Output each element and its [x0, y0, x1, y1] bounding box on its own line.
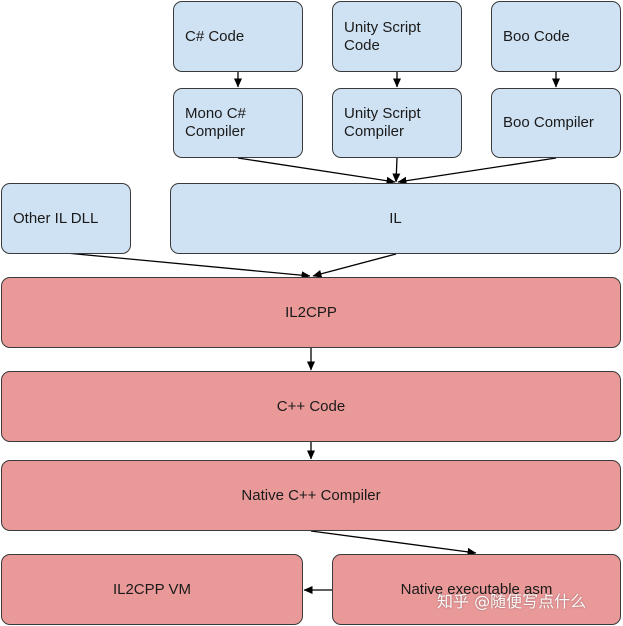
node-csharp-code: C# Code [173, 1, 303, 72]
node-unity-script-code: Unity Script Code [332, 1, 462, 72]
node-boo-compiler: Boo Compiler [491, 88, 621, 158]
node-label: Boo Code [503, 27, 570, 45]
node-label: Mono C# Compiler [185, 105, 246, 140]
node-unity-script-compiler: Unity Script Compiler [332, 88, 462, 158]
node-boo-code: Boo Code [491, 1, 621, 72]
node-label: C++ Code [276, 397, 346, 415]
node-other-il-dll: Other IL DLL [1, 183, 131, 254]
arrow-otherdll-to-il2cpp [65, 252, 311, 280]
node-label: IL2CPP [285, 303, 337, 321]
arrow-boocompiler-to-il [397, 157, 557, 185]
node-il2cpp: IL2CPP [1, 277, 621, 348]
node-label: C# Code [185, 27, 245, 45]
arrow-nativecompiler-to-asm [310, 530, 477, 556]
node-label: Native executable asm [400, 580, 553, 598]
node-cpp-code: C++ Code [1, 371, 621, 442]
node-mono-csharp-compiler: Mono C# Compiler [173, 88, 303, 158]
arrow-unitycompiler-to-il [392, 157, 401, 183]
node-label: Unity Script Code [344, 18, 421, 54]
node-label: IL2CPP VM [112, 580, 192, 598]
arrow-il-to-il2cpp [312, 253, 397, 278]
node-label: Other IL DLL [13, 209, 99, 227]
node-il2cpp-vm: IL2CPP VM [1, 554, 303, 625]
node-label: Native C++ Compiler [241, 486, 381, 504]
node-label: Unity Script Compiler [344, 105, 421, 140]
arrow-mono-to-il [237, 157, 396, 185]
node-il: IL [170, 183, 621, 254]
watermark-text: 知乎 @随便写点什么 [437, 592, 587, 611]
node-native-cpp-compiler: Native C++ Compiler [1, 460, 621, 531]
node-native-executable-asm: Native executable asm [332, 554, 621, 625]
node-label: Boo Compiler [503, 114, 594, 131]
node-label: IL [389, 209, 402, 227]
